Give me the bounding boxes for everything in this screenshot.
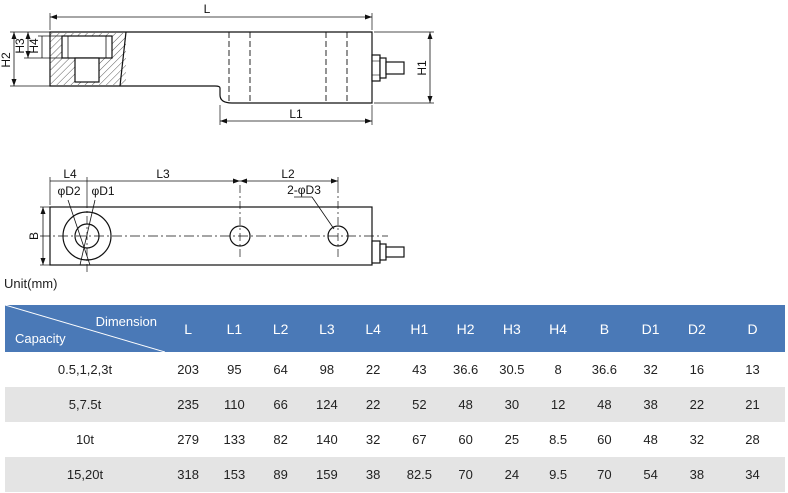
value-cell: 70: [442, 457, 489, 492]
value-cell: 32: [673, 422, 720, 457]
unit-label: Unit(mm): [4, 276, 58, 291]
value-cell: 16: [673, 352, 720, 387]
label-H3: H3: [13, 38, 27, 54]
column-header: H2: [442, 305, 489, 352]
value-cell: 32: [627, 352, 674, 387]
column-header: D1: [627, 305, 674, 352]
value-cell: 159: [303, 457, 350, 492]
plan-view: [40, 177, 405, 272]
value-cell: 9.5: [535, 457, 582, 492]
corner-diagonal: [5, 305, 165, 352]
value-cell: 235: [165, 387, 212, 422]
value-cell: 21: [720, 387, 785, 422]
value-cell: 43: [396, 352, 443, 387]
value-cell: 318: [165, 457, 212, 492]
capacity-cell: 15,20t: [5, 457, 165, 492]
value-cell: 70: [581, 457, 628, 492]
column-header: H3: [488, 305, 535, 352]
corner-header: Dimension Capacity: [5, 305, 165, 352]
column-header: L1: [211, 305, 258, 352]
column-header: H4: [535, 305, 582, 352]
table-row: 15,20t 318 153 89 159 38 82.5 70 24 9.5 …: [5, 457, 785, 492]
column-header: L: [165, 305, 212, 352]
value-cell: 110: [211, 387, 258, 422]
dimension-table: Dimension Capacity L L1 L2 L3 L4 H1 H2 H…: [5, 305, 785, 492]
value-cell: 28: [720, 422, 785, 457]
value-cell: 279: [165, 422, 212, 457]
value-cell: 82.5: [396, 457, 443, 492]
column-header: D: [720, 305, 785, 352]
label-D2: φD2: [57, 184, 80, 198]
value-cell: 124: [303, 387, 350, 422]
side-view: [10, 13, 434, 125]
capacity-cell: 10t: [5, 422, 165, 457]
value-cell: 95: [211, 352, 258, 387]
label-H1: H1: [415, 60, 429, 76]
value-cell: 82: [257, 422, 304, 457]
column-header: H1: [396, 305, 443, 352]
column-header: L2: [257, 305, 304, 352]
value-cell: 133: [211, 422, 258, 457]
label-H4: H4: [27, 38, 41, 54]
column-header: D2: [673, 305, 720, 352]
value-cell: 67: [396, 422, 443, 457]
capacity-cell: 5,7.5t: [5, 387, 165, 422]
value-cell: 13: [720, 352, 785, 387]
value-cell: 30: [488, 387, 535, 422]
capacity-cell: 0.5,1,2,3t: [5, 352, 165, 387]
table-header-row: Dimension Capacity L L1 L2 L3 L4 H1 H2 H…: [5, 305, 785, 352]
plan-view-labels: L4 L3 L2 φD2 φD1 2-φD3 B: [27, 167, 321, 240]
value-cell: 48: [581, 387, 628, 422]
value-cell: 24: [488, 457, 535, 492]
label-L3: L3: [156, 167, 170, 181]
value-cell: 38: [350, 457, 397, 492]
value-cell: 54: [627, 457, 674, 492]
column-header: B: [581, 305, 628, 352]
label-L2: L2: [281, 167, 295, 181]
value-cell: 52: [396, 387, 443, 422]
value-cell: 8.5: [535, 422, 582, 457]
label-B: B: [27, 232, 41, 240]
value-cell: 38: [627, 387, 674, 422]
value-cell: 140: [303, 422, 350, 457]
value-cell: 203: [165, 352, 212, 387]
side-view-labels: L L1 H1 H2 H3 H4: [0, 2, 429, 121]
value-cell: 48: [627, 422, 674, 457]
capacity-header-label: Capacity: [15, 331, 66, 346]
value-cell: 22: [673, 387, 720, 422]
value-cell: 98: [303, 352, 350, 387]
column-header: L3: [303, 305, 350, 352]
table-row: 10t 279 133 82 140 32 67 60 25 8.5 60 48…: [5, 422, 785, 457]
dimension-header-label: Dimension: [95, 314, 157, 329]
value-cell: 60: [442, 422, 489, 457]
value-cell: 30.5: [488, 352, 535, 387]
value-cell: 38: [673, 457, 720, 492]
value-cell: 22: [350, 352, 397, 387]
value-cell: 153: [211, 457, 258, 492]
value-cell: 8: [535, 352, 582, 387]
value-cell: 12: [535, 387, 582, 422]
label-L1: L1: [289, 107, 303, 121]
value-cell: 25: [488, 422, 535, 457]
label-L4: L4: [63, 167, 77, 181]
label-L: L: [204, 2, 211, 16]
value-cell: 32: [350, 422, 397, 457]
value-cell: 22: [350, 387, 397, 422]
value-cell: 66: [257, 387, 304, 422]
table-row: 0.5,1,2,3t 203 95 64 98 22 43 36.6 30.5 …: [5, 352, 785, 387]
value-cell: 48: [442, 387, 489, 422]
value-cell: 89: [257, 457, 304, 492]
value-cell: 60: [581, 422, 628, 457]
value-cell: 64: [257, 352, 304, 387]
label-H2: H2: [0, 52, 13, 68]
label-D3: 2-φD3: [287, 183, 321, 197]
value-cell: 36.6: [442, 352, 489, 387]
label-D1: φD1: [91, 184, 114, 198]
value-cell: 36.6: [581, 352, 628, 387]
technical-drawing: L L1 H1 H2 H3 H4: [0, 2, 434, 272]
table-row: 5,7.5t 235 110 66 124 22 52 48 30 12 48 …: [5, 387, 785, 422]
value-cell: 34: [720, 457, 785, 492]
column-header: L4: [350, 305, 397, 352]
